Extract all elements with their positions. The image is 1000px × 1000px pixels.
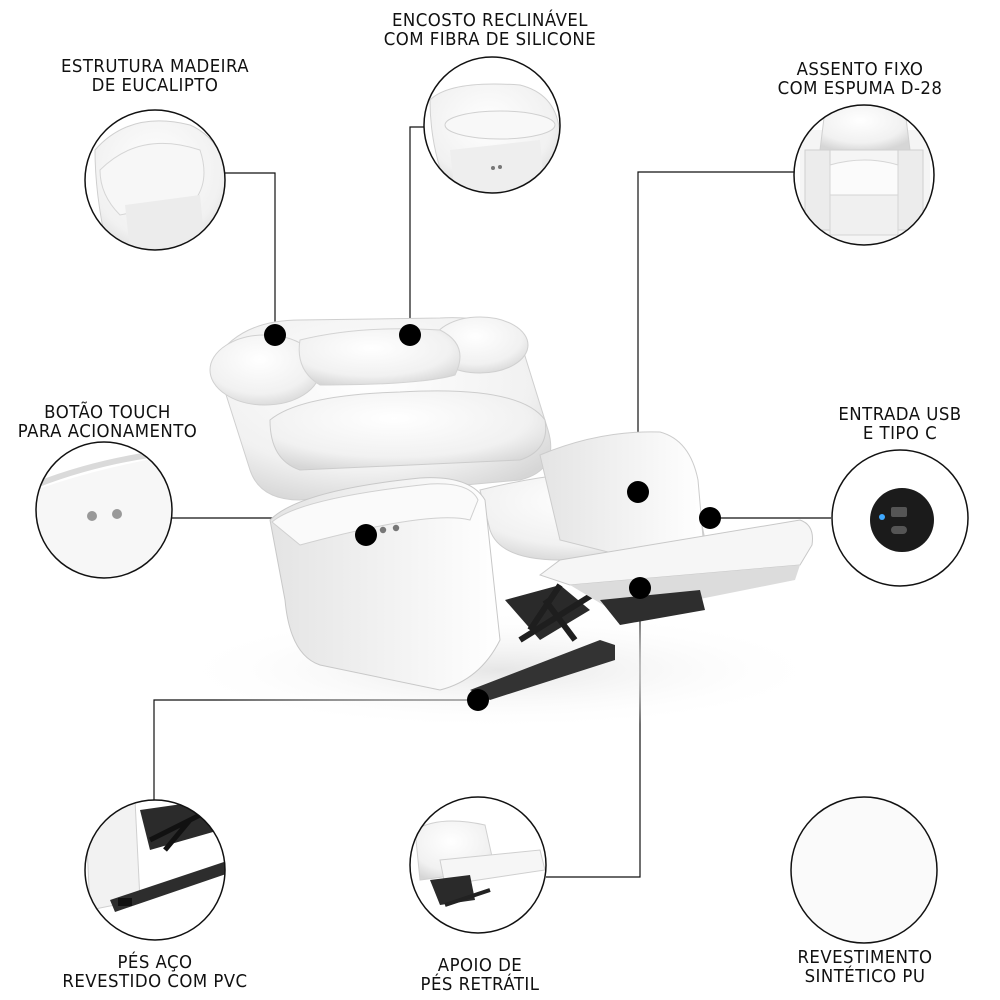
detail-encosto (423, 56, 561, 194)
detail-assento (793, 104, 935, 246)
label-line: ENCOSTO RECLINÁVEL (392, 10, 588, 31)
label-line: COM ESPUMA D-28 (777, 78, 943, 99)
recliner (209, 316, 813, 700)
label-assento: ASSENTO FIXO COM ESPUMA D-28 (763, 60, 956, 98)
dot-botao (355, 524, 377, 546)
label-line: DE EUCALIPTO (91, 75, 219, 96)
dot-usb (699, 507, 721, 529)
label-line: ASSENTO FIXO (796, 59, 924, 80)
label-line: E TIPO C (862, 423, 938, 444)
floor-shadow (170, 610, 830, 730)
label-pes: PÉS AÇO REVESTIDO COM PVC (45, 953, 266, 991)
label-line: ESTRUTURA MADEIRA (60, 56, 250, 77)
detail-revestimento (790, 796, 938, 944)
dot-encosto (399, 324, 421, 346)
label-line: PÉS AÇO (117, 952, 193, 973)
detail-usb (831, 449, 969, 587)
label-botao: BOTÃO TOUCH PARA ACIONAMENTO (9, 403, 207, 441)
label-line: PÉS RETRÁTIL (420, 974, 540, 995)
dot-apoio (629, 577, 651, 599)
detail-apoio (409, 796, 547, 934)
label-line: PARA ACIONAMENTO (17, 421, 198, 442)
label-apoio: APOIO DE PÉS RETRÁTIL (397, 956, 563, 994)
dot-assento (627, 481, 649, 503)
label-line: REVESTIDO COM PVC (62, 971, 248, 992)
label-line: BOTÃO TOUCH (44, 402, 171, 423)
detail-pes (84, 799, 226, 941)
label-line: COM FIBRA DE SILICONE (383, 29, 597, 50)
dot-estrutura (264, 324, 286, 346)
dot-pes (467, 689, 489, 711)
detail-estrutura (84, 109, 226, 251)
mechanism (505, 585, 590, 640)
label-estrutura: ESTRUTURA MADEIRA DE EUCALIPTO (49, 57, 261, 95)
callout-dots (264, 324, 721, 711)
label-line: SINTÉTICO PU (804, 966, 926, 987)
label-line: REVESTIMENTO (797, 947, 933, 968)
usb-port-icon (870, 488, 934, 552)
label-revestimento: REVESTIMENTO SINTÉTICO PU (778, 948, 953, 986)
label-encosto: ENCOSTO RECLINÁVEL COM FIBRA DE SILICONE (366, 11, 614, 49)
label-line: APOIO DE (437, 955, 523, 976)
label-usb: ENTRADA USB E TIPO C (817, 405, 983, 443)
steel-foot (470, 640, 615, 700)
detail-botao (35, 441, 173, 579)
label-line: ENTRADA USB (838, 404, 962, 425)
